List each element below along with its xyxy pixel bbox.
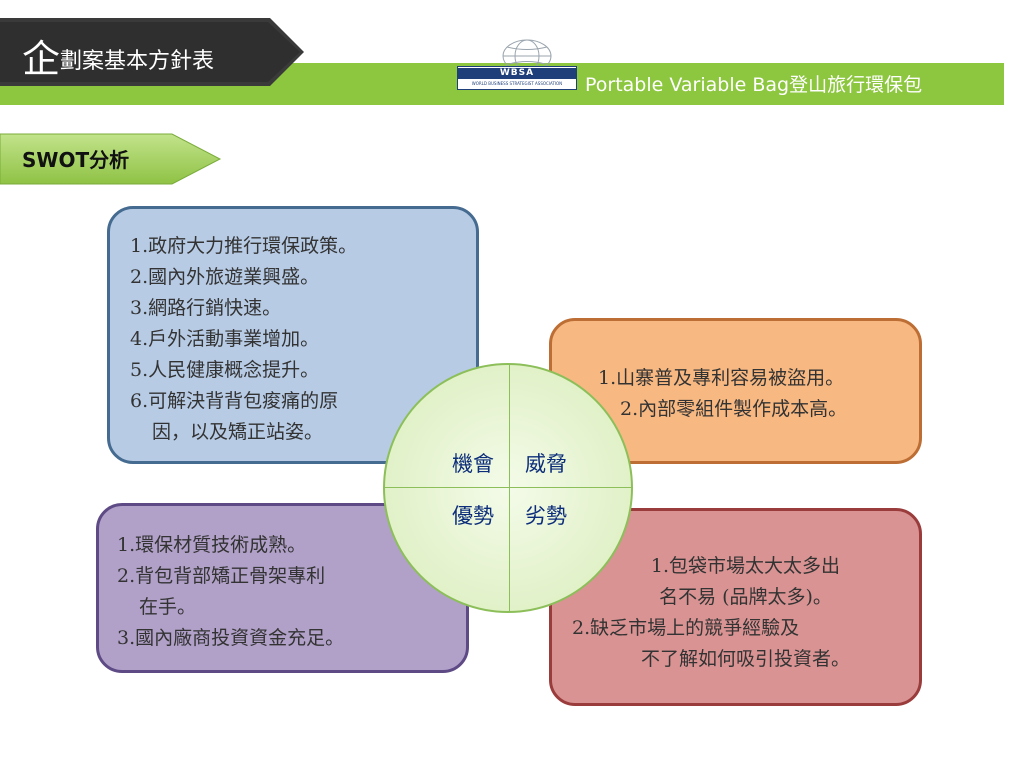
circle-horizontal-divider — [385, 487, 631, 488]
swot-center-circle: 機會 威脅 優勢 劣勢 — [383, 363, 633, 613]
globe-icon — [502, 39, 552, 70]
strength-item: 2.背包背部矯正骨架專利 — [117, 565, 326, 587]
circle-vertical-divider — [509, 365, 510, 611]
opportunity-item: 2.國內外旅遊業興盛。 — [130, 266, 320, 288]
page-title-initial: 企 — [22, 37, 61, 81]
label-weakness: 劣勢 — [525, 504, 567, 528]
opportunity-item-continuation: 因，以及矯正站姿。 — [152, 421, 324, 443]
opportunity-item: 6.可解決背背包痠痛的原 — [130, 390, 339, 412]
strength-item-continuation: 在手。 — [139, 596, 197, 618]
weakness-item-continuation: 名不易 (品牌太多)。 — [659, 586, 832, 608]
page-title-rest: 劃案基本方針表 — [60, 48, 215, 74]
strength-item: 1.環保材質技術成熟。 — [117, 534, 307, 556]
label-threat: 威脅 — [525, 452, 567, 476]
weakness-item: 1.包袋市場太大太多出 — [650, 555, 841, 577]
threat-item: 2.內部零組件製作成本高。 — [620, 398, 848, 420]
swot-tag-arrow — [0, 133, 222, 185]
weakness-item-continuation: 不了解如何吸引投資者。 — [640, 648, 850, 670]
opportunity-item: 3.網路行銷快速。 — [130, 297, 282, 319]
page-title: 企 劃案基本方針表 — [22, 28, 214, 78]
weakness-item: 2.缺乏市場上的競爭經驗及 — [572, 617, 800, 639]
swot-label: SWOT分析 — [22, 148, 130, 172]
logo-subtitle: WORLD BUSINESS STRATEGIST ASSOCIATION — [471, 81, 563, 86]
strength-item: 3.國內廠商投資資金充足。 — [117, 627, 345, 649]
opportunity-item: 4.戶外活動事業增加。 — [130, 328, 320, 350]
wbsa-logo: WBSA WORLD BUSINESS STRATEGIST ASSOCIATI… — [455, 38, 577, 90]
opportunity-item: 5.人民健康概念提升。 — [130, 359, 320, 381]
logo-name: WBSA — [458, 68, 576, 79]
wbsa-logo-plate: WBSA WORLD BUSINESS STRATEGIST ASSOCIATI… — [457, 66, 577, 90]
opportunity-item: 1.政府大力推行環保政策。 — [130, 235, 358, 257]
product-title: Portable Variable Bag登山旅行環保包 — [585, 74, 923, 96]
title-banner — [0, 18, 304, 86]
threat-item: 1.山寨普及專利容易被盜用。 — [598, 367, 845, 389]
label-opportunity: 機會 — [452, 452, 494, 476]
label-strength: 優勢 — [452, 504, 494, 528]
